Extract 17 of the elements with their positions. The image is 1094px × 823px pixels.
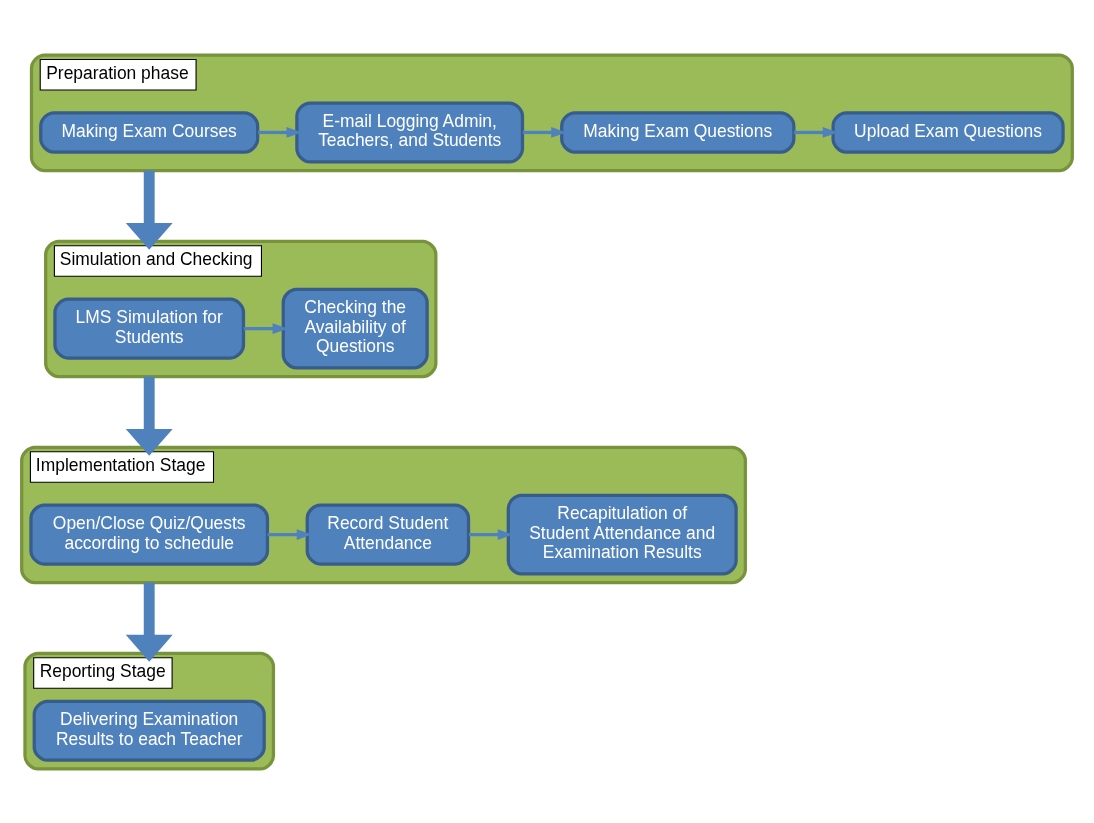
arrow xyxy=(125,582,173,662)
node-box: E-mail Logging Admin, Teachers, and Students xyxy=(295,100,525,163)
arrow xyxy=(125,376,173,456)
node-box: Delivering Examination Results to each Teacher xyxy=(32,699,266,762)
arrow xyxy=(125,170,173,250)
node-box: Record Student Attendance xyxy=(305,503,471,566)
node-box: Open/Close Quiz/Quests according to schedule xyxy=(29,503,270,566)
arrow xyxy=(243,322,288,334)
node-box: Recapitulation of Student Attendance and Examination Results xyxy=(506,493,738,575)
node-box: Making Exam Courses xyxy=(39,110,260,154)
node-box: Making Exam Questions xyxy=(560,110,796,154)
arrow xyxy=(522,126,567,138)
arrow xyxy=(258,126,302,138)
arrow xyxy=(793,126,838,138)
node-box: Upload Exam Questions xyxy=(831,110,1065,154)
node-box: LMS Simulation for Students xyxy=(53,297,246,360)
node-box: Checking the Availability of Questions xyxy=(281,287,429,369)
